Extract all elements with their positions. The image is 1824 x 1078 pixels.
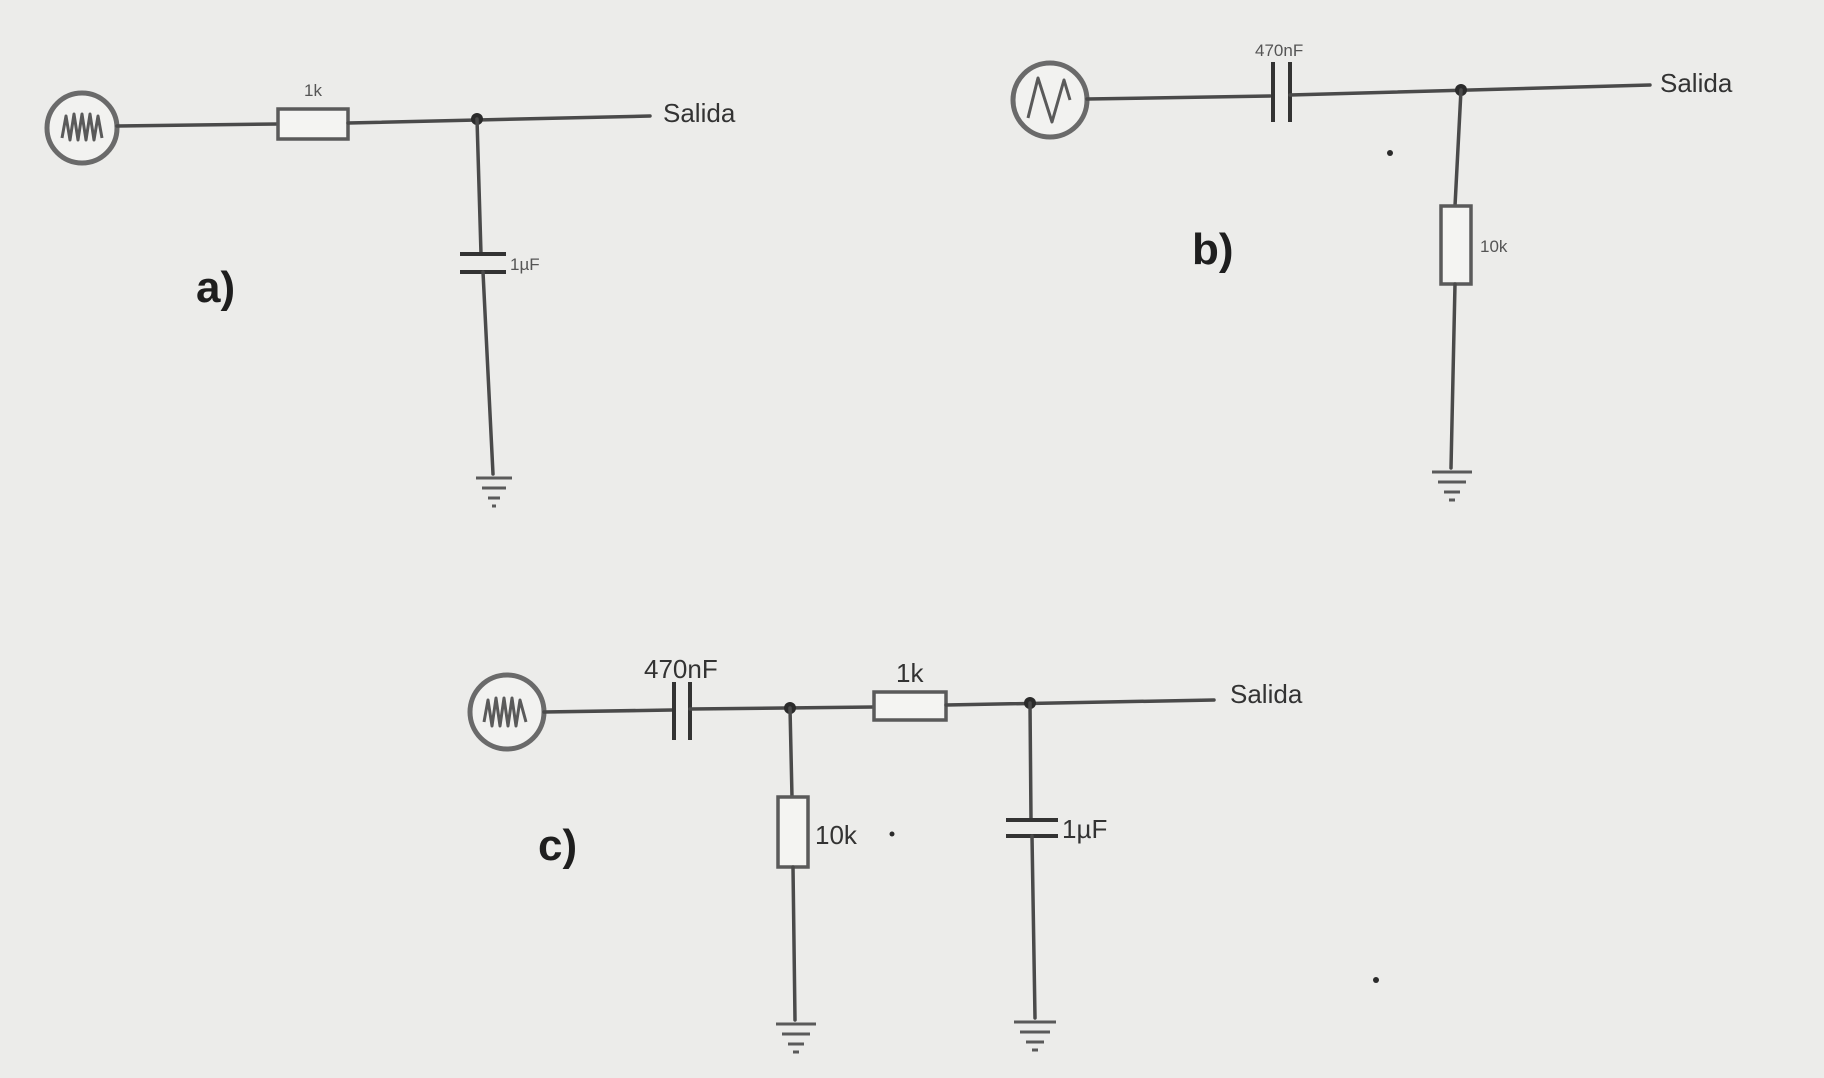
caption-c: c) [538, 821, 577, 870]
capacitor-470nf [1271, 62, 1292, 122]
ground-icon [1432, 470, 1472, 502]
capacitor-label: 470nF [1255, 41, 1303, 60]
circuit-a: 1k 1µF Salida a) [44, 81, 736, 508]
resistor-series-label: 1k [896, 658, 924, 688]
output-label: Salida [1660, 68, 1733, 98]
sine-source-icon [1010, 60, 1090, 140]
resistor-shunt-label: 10k [815, 820, 858, 850]
caption-a: a) [196, 263, 235, 312]
ac-source-icon [467, 672, 547, 752]
capacitor-label: 1µF [510, 255, 540, 274]
capacitor-1uf [460, 252, 506, 274]
stray-mark [1373, 977, 1379, 983]
capacitor-470nf [672, 682, 692, 740]
circuit-c: 470nF 1k Salida 10k 1µF [467, 654, 1379, 1054]
circuit-b: 470nF 10k Salida b) [1010, 41, 1733, 502]
output-label: Salida [663, 98, 736, 128]
capacitor-1uf [1006, 818, 1058, 838]
ground-icon [476, 476, 512, 508]
ground-icon [1014, 1020, 1056, 1052]
caption-b: b) [1192, 225, 1234, 274]
resistor-10k [776, 795, 810, 869]
ground-icon [776, 1022, 816, 1054]
resistor-1k [872, 690, 948, 722]
output-label: Salida [1230, 679, 1303, 709]
stray-mark [1387, 150, 1393, 156]
capacitor-shunt-label: 1µF [1062, 814, 1107, 844]
ac-source-icon [44, 90, 120, 166]
stray-mark [889, 831, 895, 837]
capacitor-series-label: 470nF [644, 654, 718, 684]
resistor-label: 10k [1480, 237, 1508, 256]
resistor-10k [1439, 204, 1473, 286]
resistor-1k [276, 107, 350, 141]
resistor-label: 1k [304, 81, 322, 100]
